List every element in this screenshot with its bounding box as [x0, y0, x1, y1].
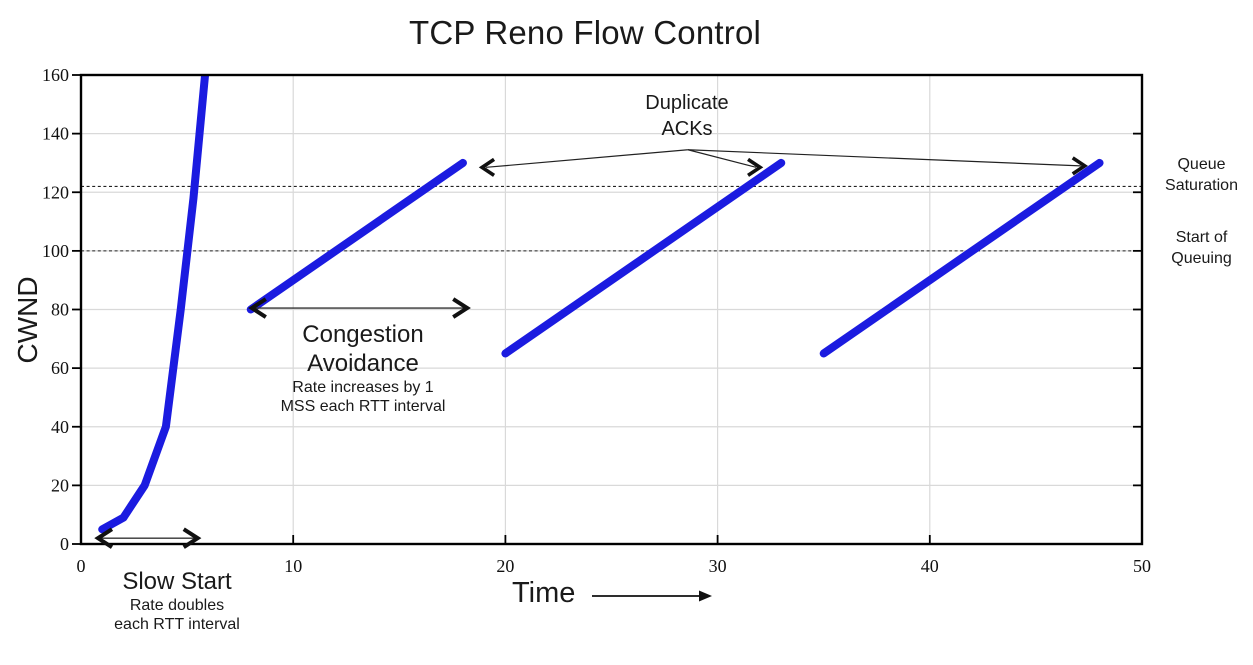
x-tick-label: 50	[1133, 556, 1151, 576]
duplicate-acks-arrows	[478, 149, 1088, 177]
congestion-avoidance-1-line	[246, 158, 467, 314]
queue-saturation-label: Queue Saturation	[1150, 154, 1253, 196]
duplicate-acks-arrow-line	[687, 149, 757, 168]
x-tick-label: 0	[77, 556, 86, 576]
y-axis-label: CWND	[12, 276, 43, 364]
time-arrow-head	[699, 590, 712, 602]
queue-saturation-line1: Queue	[1177, 156, 1226, 173]
congestion-avoidance-2-line	[501, 158, 786, 358]
x-axis-label: Time	[512, 577, 576, 609]
y-tick-label: 40	[51, 417, 69, 437]
y-tick-label: 20	[51, 475, 69, 495]
y-tick-label: 0	[60, 534, 69, 554]
duplicate-acks-arrow-line	[687, 149, 1081, 167]
slow-start-span-arrow-right-head	[182, 527, 202, 549]
gridlines-group	[81, 75, 1142, 544]
congestion-avoidance-span-arrow-left-head	[248, 297, 267, 319]
tick-labels-group: 0 20 40 60 80 100 120 140 160 0 10 20 30 40 50	[42, 65, 1151, 576]
duplicate-acks-arrow-line	[486, 149, 688, 168]
series-group	[98, 75, 1104, 534]
x-tick-label: 10	[284, 556, 302, 576]
x-tick-label: 20	[496, 556, 514, 576]
slow-start-line	[98, 75, 210, 534]
y-tick-label: 80	[51, 300, 69, 320]
y-tick-label: 100	[42, 241, 69, 261]
congestion-avoidance-3-line	[819, 158, 1104, 358]
ticks-group	[72, 74, 1142, 545]
x-tick-label: 30	[709, 556, 727, 576]
duplicate-acks-arrow-head	[478, 157, 496, 177]
slow-start-heading: Slow Start	[122, 568, 232, 595]
congestion-avoidance-span-arrow-right-head	[452, 297, 471, 319]
congestion-avoidance-heading1: Congestion	[302, 321, 424, 348]
y-tick-label: 60	[51, 358, 69, 378]
queue-saturation-line2: Saturation	[1165, 177, 1238, 194]
duplicate-acks-arrow-head	[1071, 156, 1088, 176]
start-of-queuing-line2: Queuing	[1171, 250, 1232, 267]
duplicate-acks-arrow-head	[747, 157, 764, 177]
y-tick-label: 140	[42, 124, 69, 144]
y-tick-label: 160	[42, 65, 69, 85]
slow-start-span-arrow	[94, 527, 202, 549]
start-of-queuing-label: Start of Queuing	[1150, 227, 1253, 269]
congestion-avoidance-annotation: Congestion Avoidance Rate increases by 1…	[263, 320, 463, 416]
slow-start-sub2: each RTT interval	[114, 616, 240, 633]
duplicate-acks-line1: Duplicate	[645, 92, 729, 114]
start-of-queuing-line1: Start of	[1175, 229, 1228, 246]
congestion-avoidance-heading2: Avoidance	[307, 350, 419, 377]
time-arrow	[592, 590, 712, 602]
slow-start-span-arrow-left-head	[94, 527, 114, 549]
x-tick-label: 40	[921, 556, 939, 576]
congestion-avoidance-sub1: Rate increases by 1	[292, 379, 434, 396]
y-tick-label: 120	[42, 182, 69, 202]
slow-start-sub1: Rate doubles	[129, 597, 225, 614]
duplicate-acks-line2: ACKs	[661, 118, 713, 140]
congestion-avoidance-span-arrow	[248, 297, 471, 319]
slow-start-annotation: Slow Start Rate doubles each RTT interva…	[77, 567, 277, 634]
congestion-avoidance-sub2: MSS each RTT interval	[280, 398, 446, 415]
duplicate-acks-annotation: Duplicate ACKs	[607, 90, 767, 142]
chart-title: TCP Reno Flow Control	[408, 14, 762, 51]
